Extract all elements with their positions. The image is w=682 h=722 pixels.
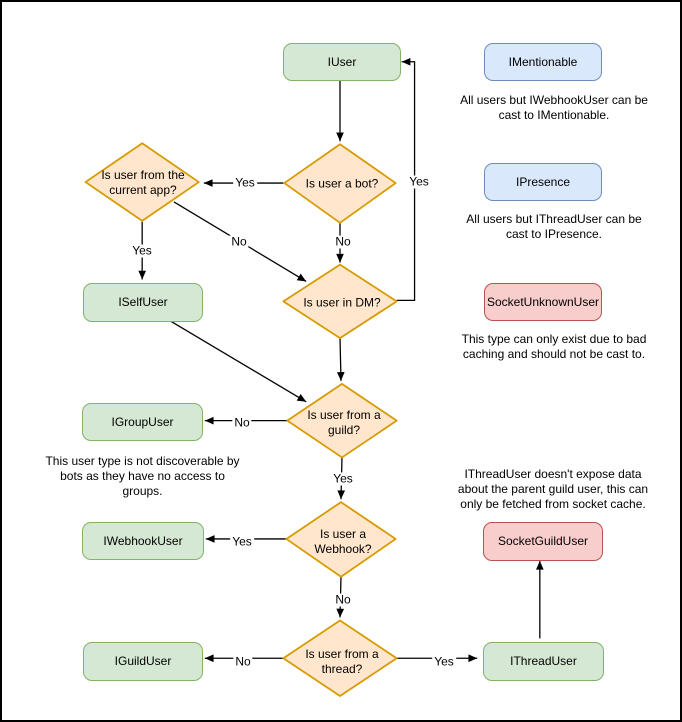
decision-guild-shape xyxy=(286,382,398,459)
caption-line: bots as they have no access to xyxy=(60,469,225,483)
edge-label-webhook-to-iwebhookuser: Yes xyxy=(230,534,254,549)
caption-line: This type can only exist due to bad xyxy=(461,332,647,346)
decision-line: Is user a bot? xyxy=(305,176,379,191)
caption-line: This user type is not discoverable by xyxy=(45,454,240,468)
node-label: IUser xyxy=(327,54,357,69)
decision-line: thread? xyxy=(321,662,363,676)
node-label: SocketUnknownUser xyxy=(486,294,600,309)
caption-line: IThreadUser doesn't expose data xyxy=(464,467,642,481)
node-label: IGroupUser xyxy=(111,414,174,429)
decision-line: current app? xyxy=(109,183,177,197)
decision-label-thread: Is user from a thread? xyxy=(305,647,378,677)
node-iguilduser: IGuildUser xyxy=(83,642,203,681)
decision-line: Is user from the xyxy=(101,168,185,182)
edge-label-dm-to-iuser: Yes xyxy=(407,174,431,189)
decision-label-dm: Is user in DM? xyxy=(303,296,380,311)
decision-line: guild? xyxy=(327,423,361,437)
edge-label-thread-to-iguilduser: No xyxy=(233,654,253,669)
caption-igroupuser: This user type is not discoverable by bo… xyxy=(32,454,253,499)
decision-bot-shape xyxy=(283,143,397,224)
decision-line: Is user in DM? xyxy=(303,295,381,310)
node-socket-unknown-user: SocketUnknownUser xyxy=(484,283,602,321)
node-imentionable: IMentionable xyxy=(484,43,602,81)
caption-line: All users but IWebhookUser can be xyxy=(460,93,648,107)
node-label: IGuildUser xyxy=(114,654,172,668)
caption-line: All users but IThreadUser can be xyxy=(466,212,642,226)
decision-current-app-shape xyxy=(84,142,200,222)
node-label: ISelfUser xyxy=(118,295,168,309)
caption-line: cast to IMentionable. xyxy=(498,108,610,122)
node-iwebhookuser: IWebhookUser xyxy=(82,522,204,560)
edge-label-current-app-to-iselfuser: Yes xyxy=(130,243,154,258)
decision-line: Is user a xyxy=(319,527,367,541)
caption-ithreaduser: IThreadUser doesn't expose data about th… xyxy=(444,467,662,512)
node-ithreaduser: IThreadUser xyxy=(483,642,604,681)
node-ipresence: IPresence xyxy=(484,163,602,201)
edge-label-guild-to-igroupuser: No xyxy=(232,415,252,430)
edge-label-webhook-to-thread: No xyxy=(333,592,353,607)
decision-webhook-shape xyxy=(285,501,397,578)
decision-label-bot: Is user a bot? xyxy=(306,177,379,192)
edge-label-current-app-to-dm: No xyxy=(229,234,249,249)
node-label: IWebhookUser xyxy=(103,533,183,548)
node-label: IPresence xyxy=(515,174,571,189)
node-label: SocketGuildUser xyxy=(497,534,589,548)
node-iuser: IUser xyxy=(283,43,401,81)
node-socket-guild-user: SocketGuildUser xyxy=(483,522,603,561)
caption-socket-unknown-user: This type can only exist due to bad cach… xyxy=(444,332,664,362)
edge-label-guild-to-webhook: Yes xyxy=(331,471,355,486)
decision-line: Is user from a xyxy=(307,408,381,422)
caption-line: groups. xyxy=(122,484,163,498)
decision-line: Webhook? xyxy=(314,542,372,556)
edge-label-bot-to-current-app: Yes xyxy=(233,175,257,190)
decision-label-guild: Is user from a guild? xyxy=(307,408,380,438)
edge-iselfuser-to-guild xyxy=(168,319,307,403)
node-igroupuser: IGroupUser xyxy=(82,403,203,441)
node-label: IMentionable xyxy=(508,54,578,69)
edge-label-thread-to-ithreaduser: Yes xyxy=(432,654,456,669)
caption-line: cast to IPresence. xyxy=(505,227,603,241)
caption-line: about the parent guild user, this can xyxy=(457,482,649,496)
decision-label-webhook: Is user a Webhook? xyxy=(314,527,371,557)
decision-thread-shape xyxy=(282,619,398,697)
decision-line: Is user from a xyxy=(305,647,379,661)
decision-dm-shape xyxy=(282,263,398,340)
node-label: IThreadUser xyxy=(510,654,577,668)
edge-dm-to-guild xyxy=(336,338,345,381)
caption-ipresence: All users but IThreadUser can be cast to… xyxy=(449,212,659,242)
node-iselfuser: ISelfUser xyxy=(83,283,203,322)
edge-label-bot-to-dm: No xyxy=(333,234,353,249)
caption-imentionable: All users but IWebhookUser can be cast t… xyxy=(449,93,659,123)
decision-label-current-app: Is user from the current app? xyxy=(101,168,184,198)
caption-line: only be fetched from socket cache. xyxy=(460,497,646,511)
caption-line: caching and should not be cast to. xyxy=(462,347,646,361)
